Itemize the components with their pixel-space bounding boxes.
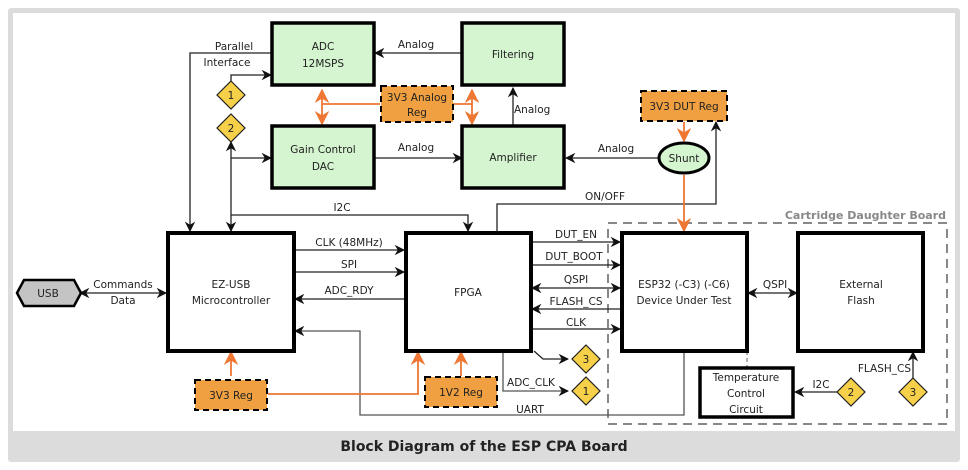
1v2-reg-label: 1V2 Reg: [439, 387, 483, 399]
on-off-line: [496, 120, 722, 231]
analog-label-dac-amp: Analog: [398, 142, 434, 154]
connector-1-top: 1: [216, 80, 246, 110]
usb-connector: [15, 278, 83, 308]
connector-2-top: 2: [216, 113, 246, 143]
amplifier-label: Amplifier: [489, 152, 537, 164]
svg-text:3: 3: [583, 354, 590, 366]
clk-label: CLK: [566, 317, 587, 329]
analog-label-shunt-amp: Analog: [598, 143, 634, 155]
external-flash-block: [796, 231, 925, 353]
gain-label-1: Gain Control: [290, 144, 355, 156]
i2c-to-fpga-line: [231, 214, 474, 233]
usb-label: USB: [37, 288, 59, 300]
svg-text:1: 1: [583, 386, 590, 398]
gain-label-2: DAC: [312, 161, 334, 173]
flash-cs-label-2: FLASH_CS: [858, 363, 911, 375]
connector-1-fpga: 1: [571, 376, 601, 406]
analog-reg-label-1: 3V3 Analog: [387, 92, 447, 104]
3v3-dut-reg: [640, 90, 728, 122]
fpga-to-conn3-line: [533, 350, 570, 365]
connector-3-cartridge: 3: [898, 377, 928, 407]
3v3-reg: [194, 379, 268, 411]
temperature-control-block: [698, 366, 795, 419]
analog-label-amp-filter: Analog: [514, 104, 550, 116]
parallel-interface-line: [184, 52, 271, 233]
adc-label-1: ADC: [312, 41, 335, 53]
clk48-label: CLK (48MHz): [315, 237, 382, 249]
connector-2-cartridge: 2: [836, 377, 866, 407]
qspi-label-1: QSPI: [564, 274, 588, 286]
uart-line: [293, 325, 685, 416]
analog-reg-label-2: Reg: [407, 107, 427, 119]
analog-label-filter-adc: Analog: [398, 39, 434, 51]
svg-text:1: 1: [228, 90, 235, 102]
adc-rdy-label: ADC_RDY: [324, 285, 374, 297]
dut-boot-label: DUT_BOOT: [545, 251, 603, 263]
dut-en-label: DUT_EN: [555, 229, 597, 241]
shunt-block: [657, 141, 711, 175]
flash-label-1: External: [839, 279, 883, 291]
svg-text:3: 3: [910, 387, 917, 399]
fpga-label: FPGA: [454, 287, 483, 299]
flash-label-2: Flash: [847, 295, 875, 307]
diagram-caption: Block Diagram of the ESP CPA Board: [340, 439, 628, 455]
connector-3-fpga: 3: [571, 344, 601, 374]
adc-block: [270, 21, 376, 87]
qspi-label-2: QSPI: [763, 279, 787, 291]
temp-label-3: Circuit: [729, 404, 763, 416]
filtering-label: Filtering: [492, 49, 534, 61]
commands-label: Commands: [93, 279, 152, 291]
svg-text:2: 2: [228, 123, 235, 135]
adc-clk-label: ADC_CLK: [507, 377, 556, 389]
parallel-label-1: Parallel: [215, 41, 253, 53]
dut-reg-label: 3V3 DUT Reg: [649, 101, 718, 113]
adc-clk-in-line: [230, 69, 273, 84]
ezusb-label-2: Microcontroller: [192, 295, 271, 307]
3v3-reg-label: 3V3 Reg: [209, 390, 253, 402]
i2c-temp-label: I2C: [812, 379, 829, 391]
ezusb-label-1: EZ-USB: [212, 279, 251, 291]
1v2-reg: [424, 376, 498, 408]
esp32-label-1: ESP32 (-C3) (-C6): [638, 279, 730, 291]
data-label: Data: [110, 295, 135, 307]
esp32-dut-block: [620, 231, 749, 353]
gain-control-dac-block: [270, 124, 376, 190]
on-off-label: ON/OFF: [585, 191, 625, 203]
parallel-label-2: Interface: [203, 57, 250, 69]
shunt-label: Shunt: [669, 153, 700, 165]
uart-label: UART: [516, 404, 544, 416]
svg-text:2: 2: [848, 387, 855, 399]
spi-label: SPI: [341, 259, 357, 271]
adc-clk-line: [502, 351, 570, 397]
3v3-analog-reg: [380, 85, 454, 123]
cartridge-label: Cartridge Daughter Board: [785, 209, 946, 222]
fpga-block: [404, 231, 533, 353]
temp-label-2: Control: [727, 388, 765, 400]
i2c-label: I2C: [333, 202, 350, 214]
adc-label-2: 12MSPS: [302, 58, 344, 70]
esp32-label-2: Device Under Test: [636, 295, 731, 307]
filtering-block: [460, 21, 566, 87]
temp-label-1: Temperature: [712, 372, 780, 384]
3v3-to-fpga-power: [268, 350, 426, 395]
amplifier-block: [460, 124, 566, 190]
flash-cs-label-1: FLASH_CS: [549, 296, 602, 308]
cartridge-daughter-board-group: [607, 222, 948, 425]
ezusb-microcontroller-block: [166, 231, 296, 353]
